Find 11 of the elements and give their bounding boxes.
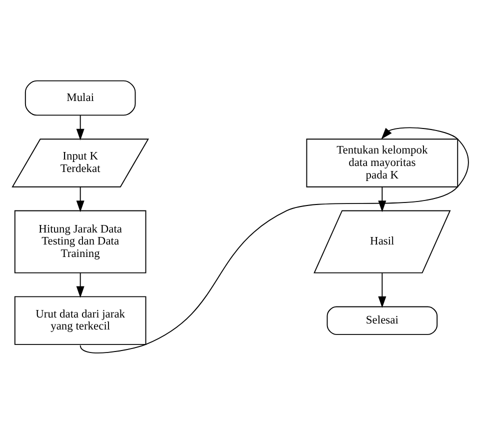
arrow xyxy=(80,127,469,354)
arrow xyxy=(378,186,386,212)
node-box: Mulai xyxy=(24,80,136,116)
node-box: Urut data dari jarak yang terkecil xyxy=(14,296,146,345)
arrow xyxy=(76,115,84,140)
arrow xyxy=(76,186,84,212)
arrow xyxy=(76,272,84,298)
node-box: Selesai xyxy=(326,306,438,335)
arrow xyxy=(378,272,386,308)
node-box: Tentukan kelompok data mayoritas pada K xyxy=(306,138,458,188)
node-box: Hitung Jarak Data Testing dan Data Training xyxy=(14,210,146,274)
